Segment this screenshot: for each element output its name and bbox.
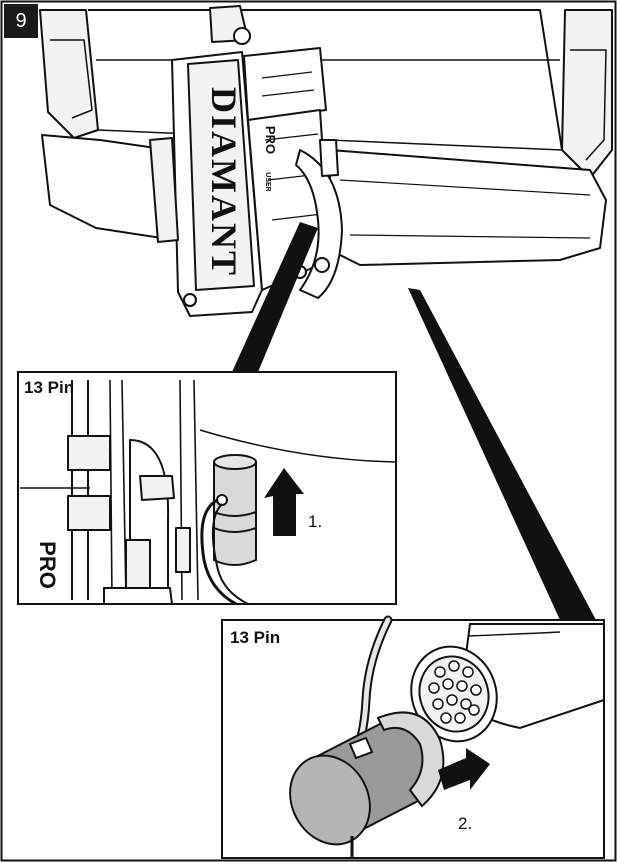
carrier-clamp-left bbox=[149, 137, 179, 243]
right-tail-light bbox=[561, 9, 613, 179]
callout-wedge-plug bbox=[232, 222, 318, 372]
socket-13-pin bbox=[410, 623, 605, 743]
inset-socket-connect bbox=[221, 615, 605, 859]
inset-partial-logo: PRO bbox=[35, 541, 60, 589]
arrow-right-icon bbox=[438, 748, 490, 790]
arrow-up-icon bbox=[264, 468, 304, 536]
inset-2-step-label: 2. bbox=[458, 814, 473, 833]
callout-wedge-socket bbox=[408, 288, 596, 620]
carrier-cable-loop bbox=[295, 149, 343, 299]
plug-cable bbox=[200, 498, 237, 606]
bike-carrier bbox=[149, 5, 343, 317]
socket-pins bbox=[428, 660, 482, 724]
inset-plug-connect bbox=[17, 371, 397, 606]
plug-on-carrier bbox=[319, 139, 339, 177]
inset-2-title: 13 Pin bbox=[230, 628, 281, 647]
carrier-logo-small-text: USER bbox=[264, 172, 271, 191]
inset-1-title: 13 Pin bbox=[24, 378, 75, 397]
carrier-brand-text: DIAMANT bbox=[204, 87, 244, 277]
plug-13-pin bbox=[213, 454, 257, 566]
plug-cable-2 bbox=[211, 503, 249, 605]
inset-1-step-label: 1. bbox=[308, 512, 323, 531]
carrier-logo-text: PRO bbox=[263, 126, 278, 154]
plug-body bbox=[289, 711, 445, 858]
step-number-badge: 9 bbox=[4, 4, 38, 38]
